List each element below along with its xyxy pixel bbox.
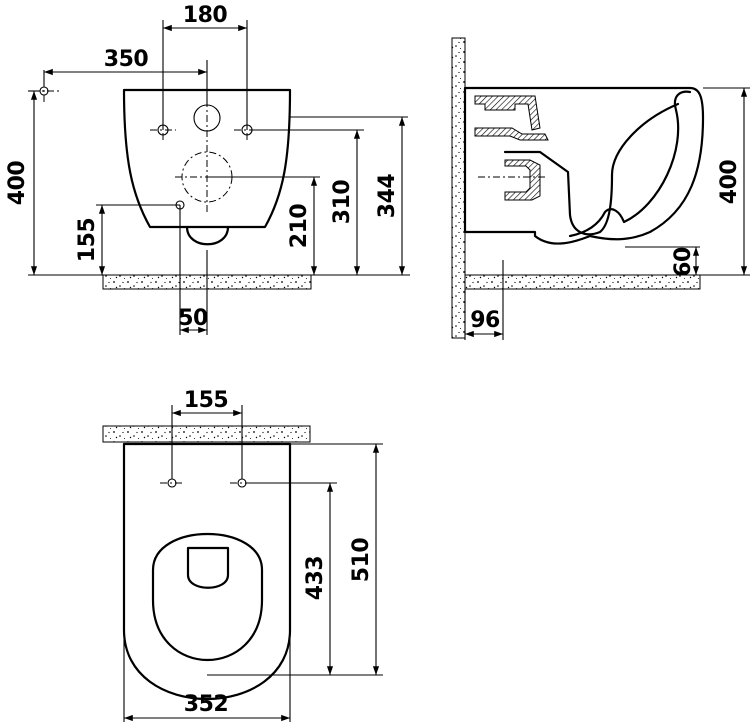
side-bowl-outer bbox=[463, 86, 705, 245]
dim-label-180: 180 bbox=[183, 3, 228, 28]
side-outlet-section bbox=[504, 159, 541, 201]
side-flush-rim-section bbox=[474, 95, 541, 131]
side-drain-section bbox=[474, 127, 549, 141]
dim-label-350: 350 bbox=[104, 47, 149, 72]
dim-label-210: 210 bbox=[287, 204, 312, 249]
side-bowl-inner bbox=[568, 90, 692, 238]
front-drain-outlet bbox=[185, 225, 230, 246]
side-view: 400 60 96 bbox=[451, 37, 750, 340]
side-trap-channel bbox=[503, 102, 680, 236]
dim-label-96: 96 bbox=[470, 308, 500, 333]
dim-label-510: 510 bbox=[349, 538, 374, 583]
top-seat-opening bbox=[151, 533, 264, 661]
front-view: 180 350 400 155 210 310 344 50 bbox=[5, 3, 410, 335]
top-water-area bbox=[186, 546, 230, 589]
side-floor-slab bbox=[464, 274, 701, 290]
top-wall-slab bbox=[102, 425, 311, 443]
dim-label-155-top: 155 bbox=[184, 388, 228, 413]
dim-label-352: 352 bbox=[184, 692, 228, 717]
top-view: 155 510 433 352 bbox=[102, 388, 383, 722]
dim-label-60: 60 bbox=[671, 247, 696, 277]
dim-label-310: 310 bbox=[330, 180, 355, 225]
top-bowl-outline bbox=[122, 442, 292, 700]
dim-label-433: 433 bbox=[303, 556, 328, 600]
side-wall bbox=[451, 37, 466, 339]
dim-label-155-front: 155 bbox=[75, 218, 100, 262]
front-bowl-outline bbox=[122, 88, 292, 229]
dim-label-50: 50 bbox=[178, 306, 208, 331]
dim-label-400-front: 400 bbox=[5, 161, 30, 206]
dim-label-400-side: 400 bbox=[717, 160, 742, 205]
dim-label-344: 344 bbox=[375, 174, 400, 219]
